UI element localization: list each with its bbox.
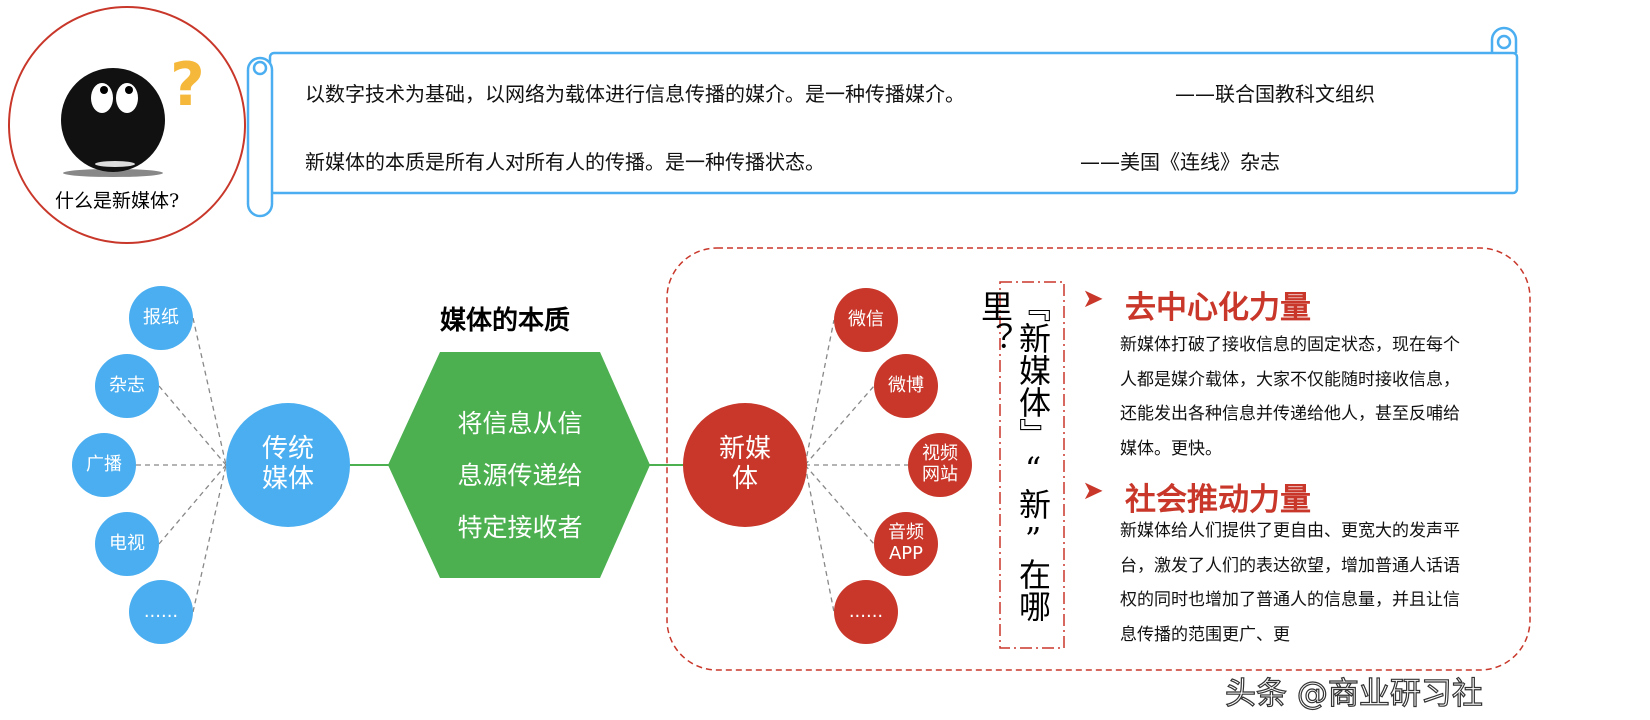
point-line: 媒体。更快。 [1120,438,1222,459]
new-media-item: 微信 [834,288,898,352]
new-media-item: ...... [834,580,898,644]
intro-caption: 什么是新媒体? [55,190,180,212]
point-line: 还能发出各种信息并传递给他人，甚至反哺给 [1120,404,1460,424]
arrow-icon: ➤ [1082,284,1104,314]
definition-text: 新媒体的本质是所有人对所有人的传播。是一种传播状态。 [305,150,825,174]
essence-line: 将信息从信 [457,409,583,438]
traditional-item: 广播 [72,433,136,497]
arrow-icon: ➤ [1082,476,1104,506]
question-text: 『新媒体』“新”在哪里？ [976,290,1052,622]
traditional-item: ...... [129,580,193,644]
thinking-face-icon [61,68,165,177]
essence-line: 息源传递给 [457,461,583,490]
new-media-item: 音频APP [874,512,938,576]
definition-source: ——联合国教科文组织 [1175,82,1375,106]
point-line: 台，激发了人们的表达欲望，增加普通人话语 [1120,555,1460,576]
essence-hexagon [388,352,650,578]
traditional-item: 杂志 [95,354,159,418]
traditional-item: 报纸 [129,286,193,350]
definition-source: ——美国《连线》杂志 [1080,150,1280,174]
question-box [999,281,1065,649]
point-title: 去中心化力量 [1125,290,1311,326]
traditional-item: 电视 [95,512,159,576]
point-line: 新媒体给人们提供了更自由、更宽大的发声平 [1120,521,1460,541]
point-line: 新媒体打破了接收信息的固定状态，现在每个 [1120,335,1460,355]
point-line: 权的同时也增加了普通人的信息量，并且让信 [1120,590,1460,610]
definition-text: 以数字技术为基础，以网络为载体进行信息传播的媒介。是一种传播媒介。 [305,82,965,106]
new-media-item: 视频网站 [908,433,972,497]
intro-circle [8,6,246,244]
new-media-item: 微博 [874,354,938,418]
watermark: 头条 @商业研习社 [1224,675,1483,712]
new-media-center: 新媒体 [683,403,807,527]
traditional-media-center: 传统媒体 [226,403,350,527]
point-line: 息传播的范围更广、更 [1120,624,1290,645]
new-media-frame [666,247,1531,671]
question-mark-icon: ? [170,50,205,120]
point-title: 社会推动力量 [1125,482,1311,518]
point-line: 人都是媒介载体，大家不仅能随时接收信息， [1120,369,1460,390]
essence-title: 媒体的本质 [440,306,571,336]
scroll-banner [246,26,1519,218]
essence-line: 特定接收者 [457,513,583,542]
